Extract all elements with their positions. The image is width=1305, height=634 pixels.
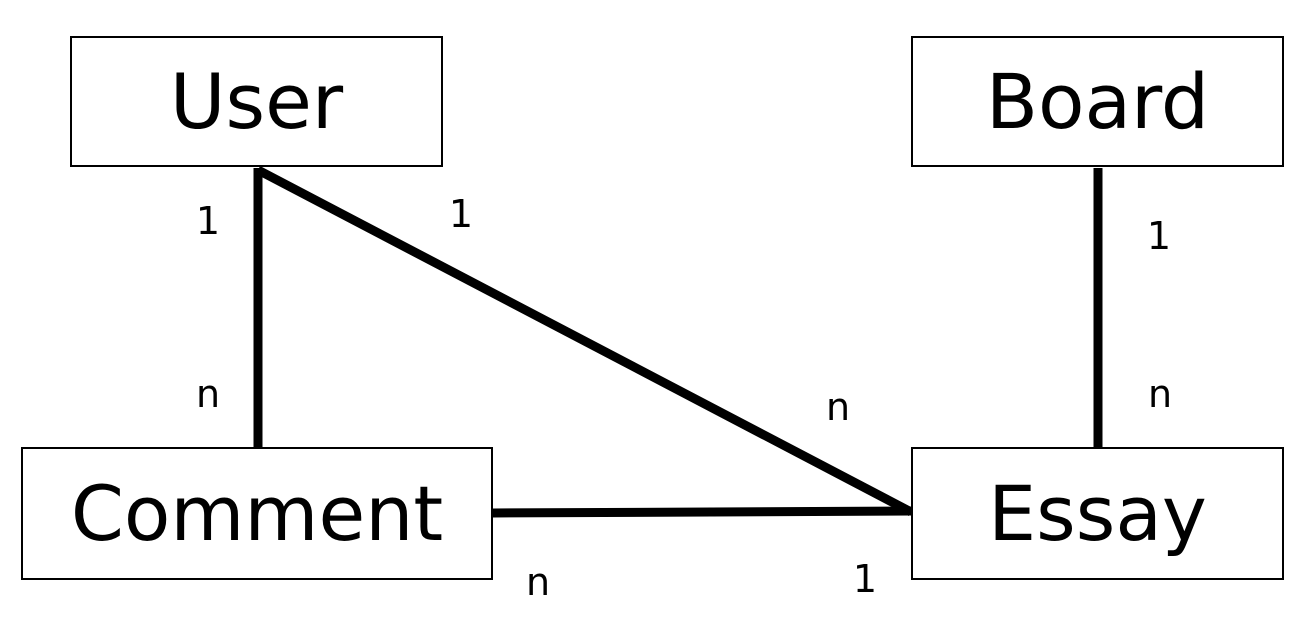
cardinality-essay-comment-comment-side: n	[525, 560, 551, 604]
entity-board: Board	[911, 36, 1284, 167]
entity-comment-label: Comment	[70, 468, 444, 558]
entity-essay: Essay	[911, 447, 1284, 580]
line-comment-essay	[492, 506, 912, 518]
cardinality-board-essay-board-side: 1	[1146, 214, 1172, 258]
entity-essay-label: Essay	[988, 468, 1207, 558]
entity-board-label: Board	[985, 56, 1210, 146]
cardinality-user-essay-essay-side: n	[825, 385, 851, 429]
cardinality-board-essay-essay-side: n	[1147, 372, 1173, 416]
line-user-essay	[255, 166, 914, 516]
entity-user-label: User	[169, 56, 344, 146]
entity-comment: Comment	[21, 447, 493, 580]
cardinality-user-comment-user-side: 1	[195, 199, 221, 243]
cardinality-user-essay-user-side: 1	[448, 192, 474, 236]
entity-user: User	[70, 36, 443, 167]
cardinality-essay-comment-essay-side: 1	[852, 557, 878, 601]
cardinality-user-comment-comment-side: n	[195, 372, 221, 416]
